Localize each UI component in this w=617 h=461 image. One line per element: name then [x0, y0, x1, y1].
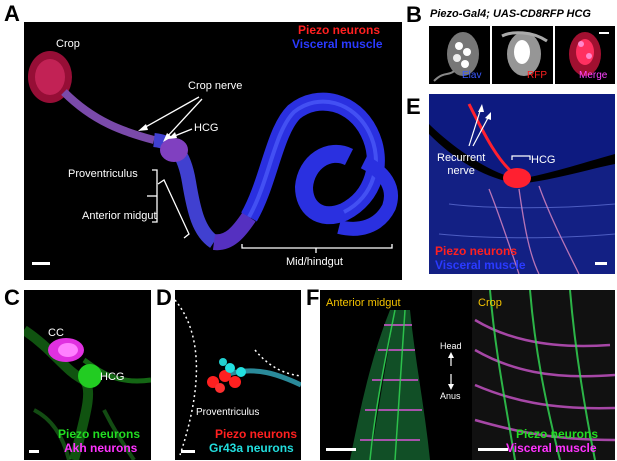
- panel-label-f: F: [306, 285, 320, 310]
- panel-label-e: E: [406, 94, 421, 119]
- label-hcg-c: HCG: [100, 371, 125, 383]
- label-proventriculus-d: Proventriculus: [196, 407, 260, 418]
- label-mid-hindgut: Mid/hindgut: [286, 256, 343, 268]
- label-anterior-midgut: Anterior midgut: [82, 210, 157, 222]
- label-hcg-e: HCG: [531, 154, 556, 166]
- panel-label-b: B: [406, 2, 422, 27]
- panel-label-d: D: [156, 285, 172, 310]
- panel-f-image: Anterior midgut Crop Head Anus Piezo neu…: [320, 290, 615, 460]
- scale-bar-f-left: [326, 448, 356, 451]
- label-proventriculus: Proventriculus: [68, 168, 138, 180]
- label-anus: Anus: [440, 391, 461, 401]
- scale-bar-c: [29, 450, 39, 453]
- panel-b-image: Elav RFP Merge: [429, 26, 615, 84]
- label-recurrent-nerve: Recurrent nerve: [437, 152, 486, 177]
- panel-b-merge-channel: Merge: [555, 26, 615, 84]
- scale-bar: [32, 262, 50, 265]
- legend-piezo-neurons-c: Piezo neurons: [58, 427, 141, 441]
- label-cc: CC: [48, 327, 64, 339]
- legend-akh-neurons: Akh neurons: [64, 441, 138, 455]
- scale-bar-f-right: [478, 448, 508, 451]
- label-crop-f: Crop: [478, 297, 502, 309]
- channel-label-elav: Elav: [462, 70, 482, 81]
- panel-b-title: Piezo-Gal4; UAS-CD8RFP HCG: [430, 8, 591, 20]
- legend-visceral-muscle-e: Visceral muscle: [435, 258, 526, 272]
- panel-d-image: Proventriculus Piezo neurons Gr43a neuro…: [175, 290, 301, 460]
- panel-c-image: CC HCG Piezo neurons Akh neurons: [24, 290, 151, 460]
- legend-piezo-neurons-e: Piezo neurons: [435, 244, 518, 258]
- label-hcg: HCG: [194, 122, 219, 134]
- panel-b-rfp-channel: RFP: [492, 26, 553, 84]
- label-anterior-midgut-f: Anterior midgut: [326, 297, 401, 309]
- channel-label-merge: Merge: [579, 70, 608, 81]
- channel-label-rfp: RFP: [527, 70, 547, 81]
- panel-label-a: A: [4, 1, 20, 26]
- panel-a-image: Piezo neurons Visceral muscle Crop Crop …: [24, 22, 402, 280]
- panel-e-image: Recurrent nerve HCG Piezo neurons Viscer…: [429, 94, 615, 274]
- legend-gr43a-neurons: Gr43a neurons: [209, 441, 294, 455]
- gut-illustration: [28, 51, 398, 253]
- scale-bar-e: [595, 262, 607, 265]
- label-head: Head: [440, 341, 462, 351]
- panel-label-c: C: [4, 285, 20, 310]
- legend-piezo-neurons-f: Piezo neurons: [516, 427, 599, 441]
- legend-visceral-muscle-f: Visceral muscle: [506, 441, 597, 455]
- legend-visceral-muscle: Visceral muscle: [292, 37, 383, 51]
- label-crop-nerve: Crop nerve: [188, 80, 243, 92]
- panel-b-elav-channel: Elav: [429, 26, 490, 84]
- legend-piezo-neurons: Piezo neurons: [298, 23, 381, 37]
- label-crop: Crop: [56, 38, 80, 50]
- scale-bar-d: [181, 450, 195, 453]
- legend-piezo-neurons-d: Piezo neurons: [215, 427, 298, 441]
